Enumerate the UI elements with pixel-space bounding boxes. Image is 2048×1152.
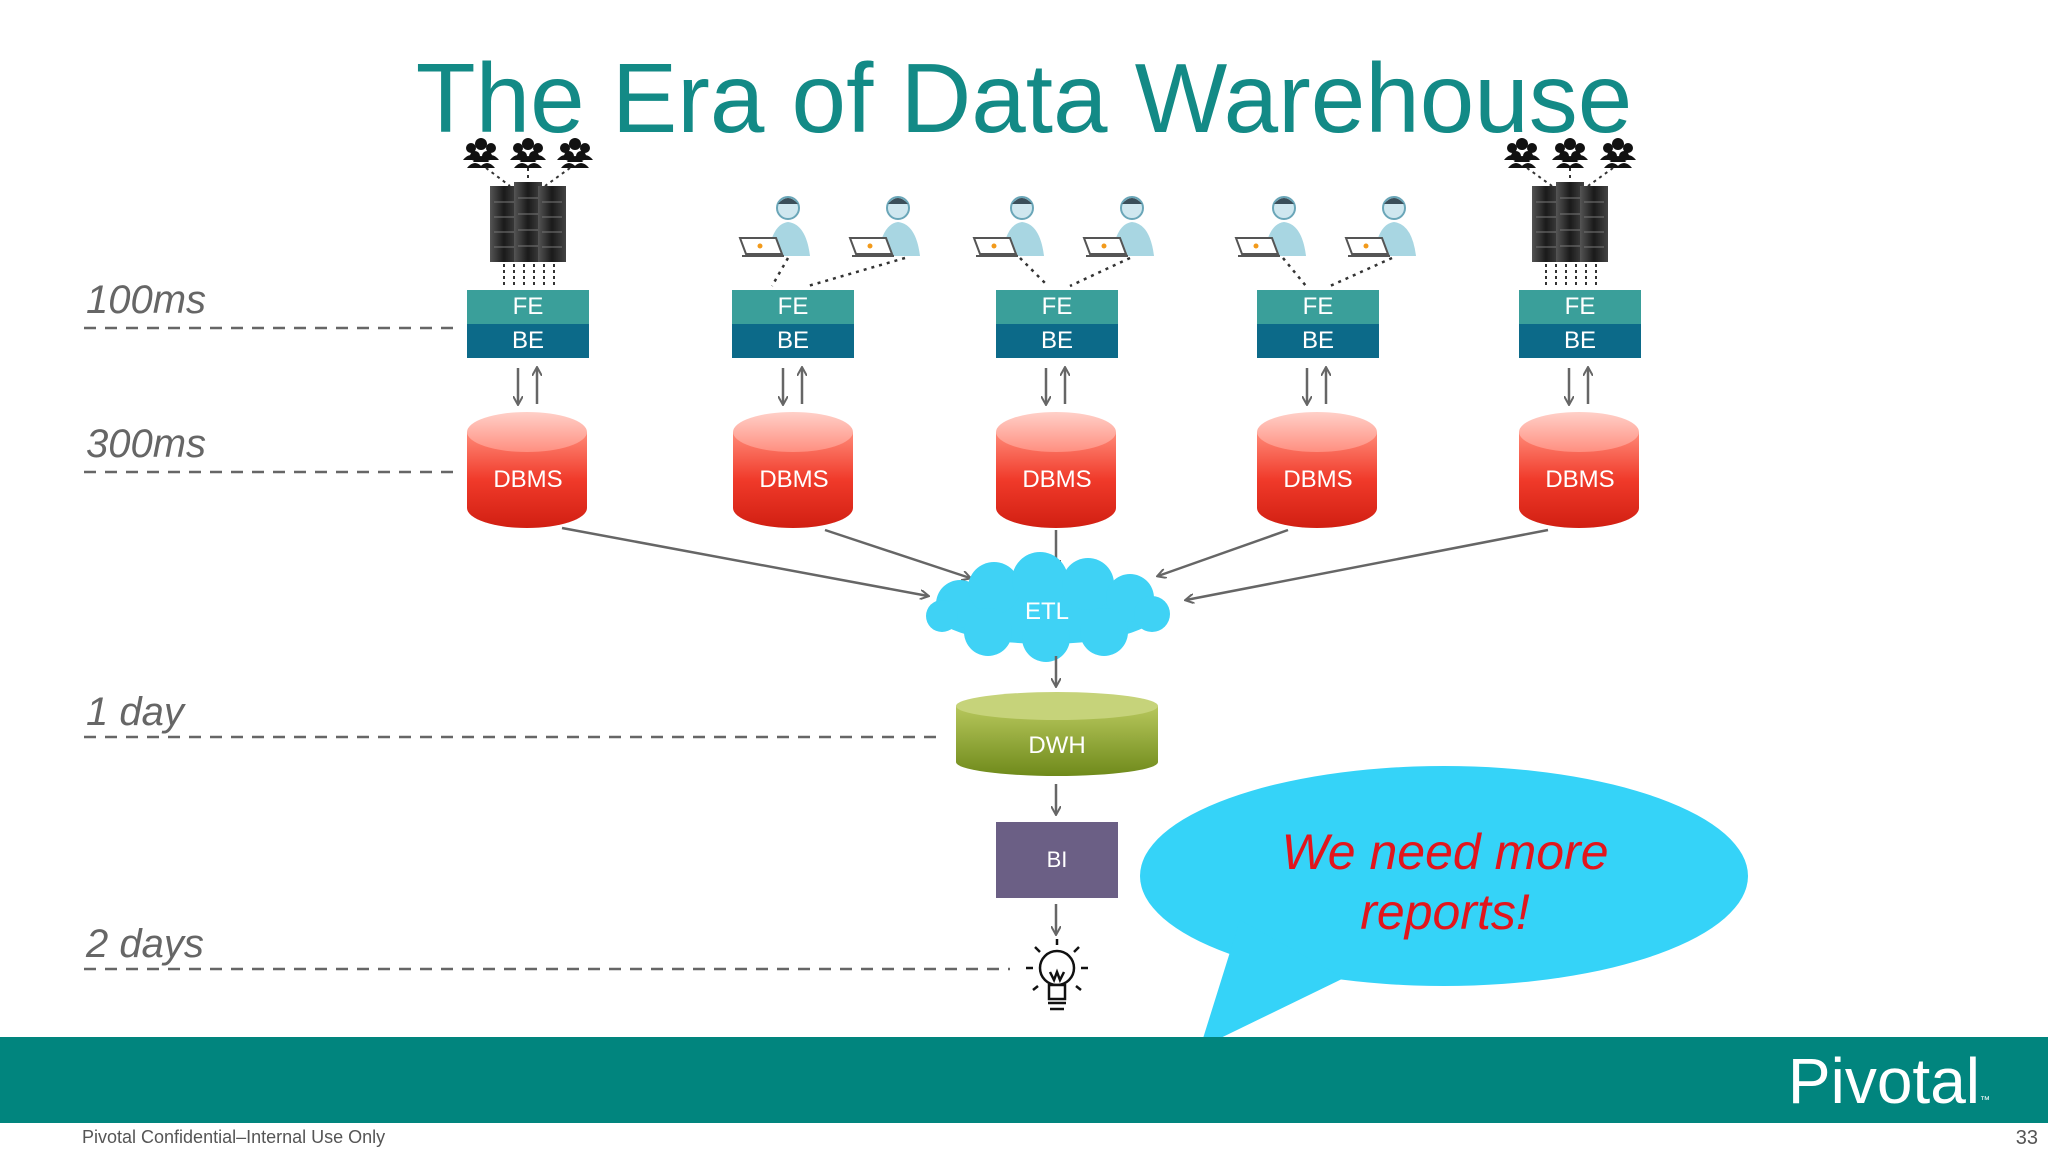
time-label-2-days: 2 days: [86, 922, 204, 966]
fe-box: FE: [1519, 290, 1641, 324]
time-label-300ms: 300ms: [86, 422, 207, 466]
dbms-cylinder: [1257, 412, 1377, 528]
fe-box: FE: [1257, 290, 1379, 324]
dbms-label: DBMS: [493, 466, 563, 493]
users-crowd-icon: [463, 138, 1636, 168]
be-box: BE: [996, 324, 1118, 358]
server-rack-icon: [489, 181, 1609, 263]
etl-cloud: [926, 552, 1170, 662]
dbms-cylinder: [996, 412, 1116, 528]
fe-box: FE: [996, 290, 1118, 324]
dbms-cylinder: [733, 412, 853, 528]
be-box: BE: [1257, 324, 1379, 358]
speech-bubble: [1140, 766, 1748, 1048]
dbms-label: DBMS: [1283, 466, 1353, 493]
speech-bubble-text: We need more reports!: [1281, 824, 1609, 940]
dwh-label: DWH: [1028, 732, 1086, 759]
be-box: BE: [732, 324, 854, 358]
trademark-symbol: ™: [1980, 1095, 1990, 1106]
dbms-cylinder: [1519, 412, 1639, 528]
page-number: 33: [2015, 1127, 2038, 1149]
be-box: BE: [467, 324, 589, 358]
dbms-label: DBMS: [1022, 466, 1092, 493]
brand-name: Pivotal: [1787, 1045, 1980, 1117]
pivotal-logo: Pivotal™: [1788, 1044, 1990, 1118]
lightbulb-icon: [1026, 939, 1088, 1011]
dbms-label: DBMS: [1545, 466, 1615, 493]
fe-box: FE: [467, 290, 589, 324]
dbms-label: DBMS: [759, 466, 829, 493]
dwh-cylinder: [956, 692, 1158, 776]
time-label-100ms: 100ms: [86, 278, 207, 322]
bi-box: BI: [996, 822, 1118, 898]
user-laptop-icon: [739, 196, 1417, 257]
footer-band: [0, 1037, 2048, 1123]
be-box: BE: [1519, 324, 1641, 358]
slide-title: The Era of Data Warehouse: [415, 43, 1633, 153]
time-label-1-day: 1 day: [86, 690, 184, 734]
dbms-cylinder: [467, 412, 587, 528]
confidential-notice: Pivotal Confidential–Internal Use Only: [82, 1127, 386, 1147]
fe-box: FE: [732, 290, 854, 324]
etl-label: ETL: [1024, 598, 1069, 625]
